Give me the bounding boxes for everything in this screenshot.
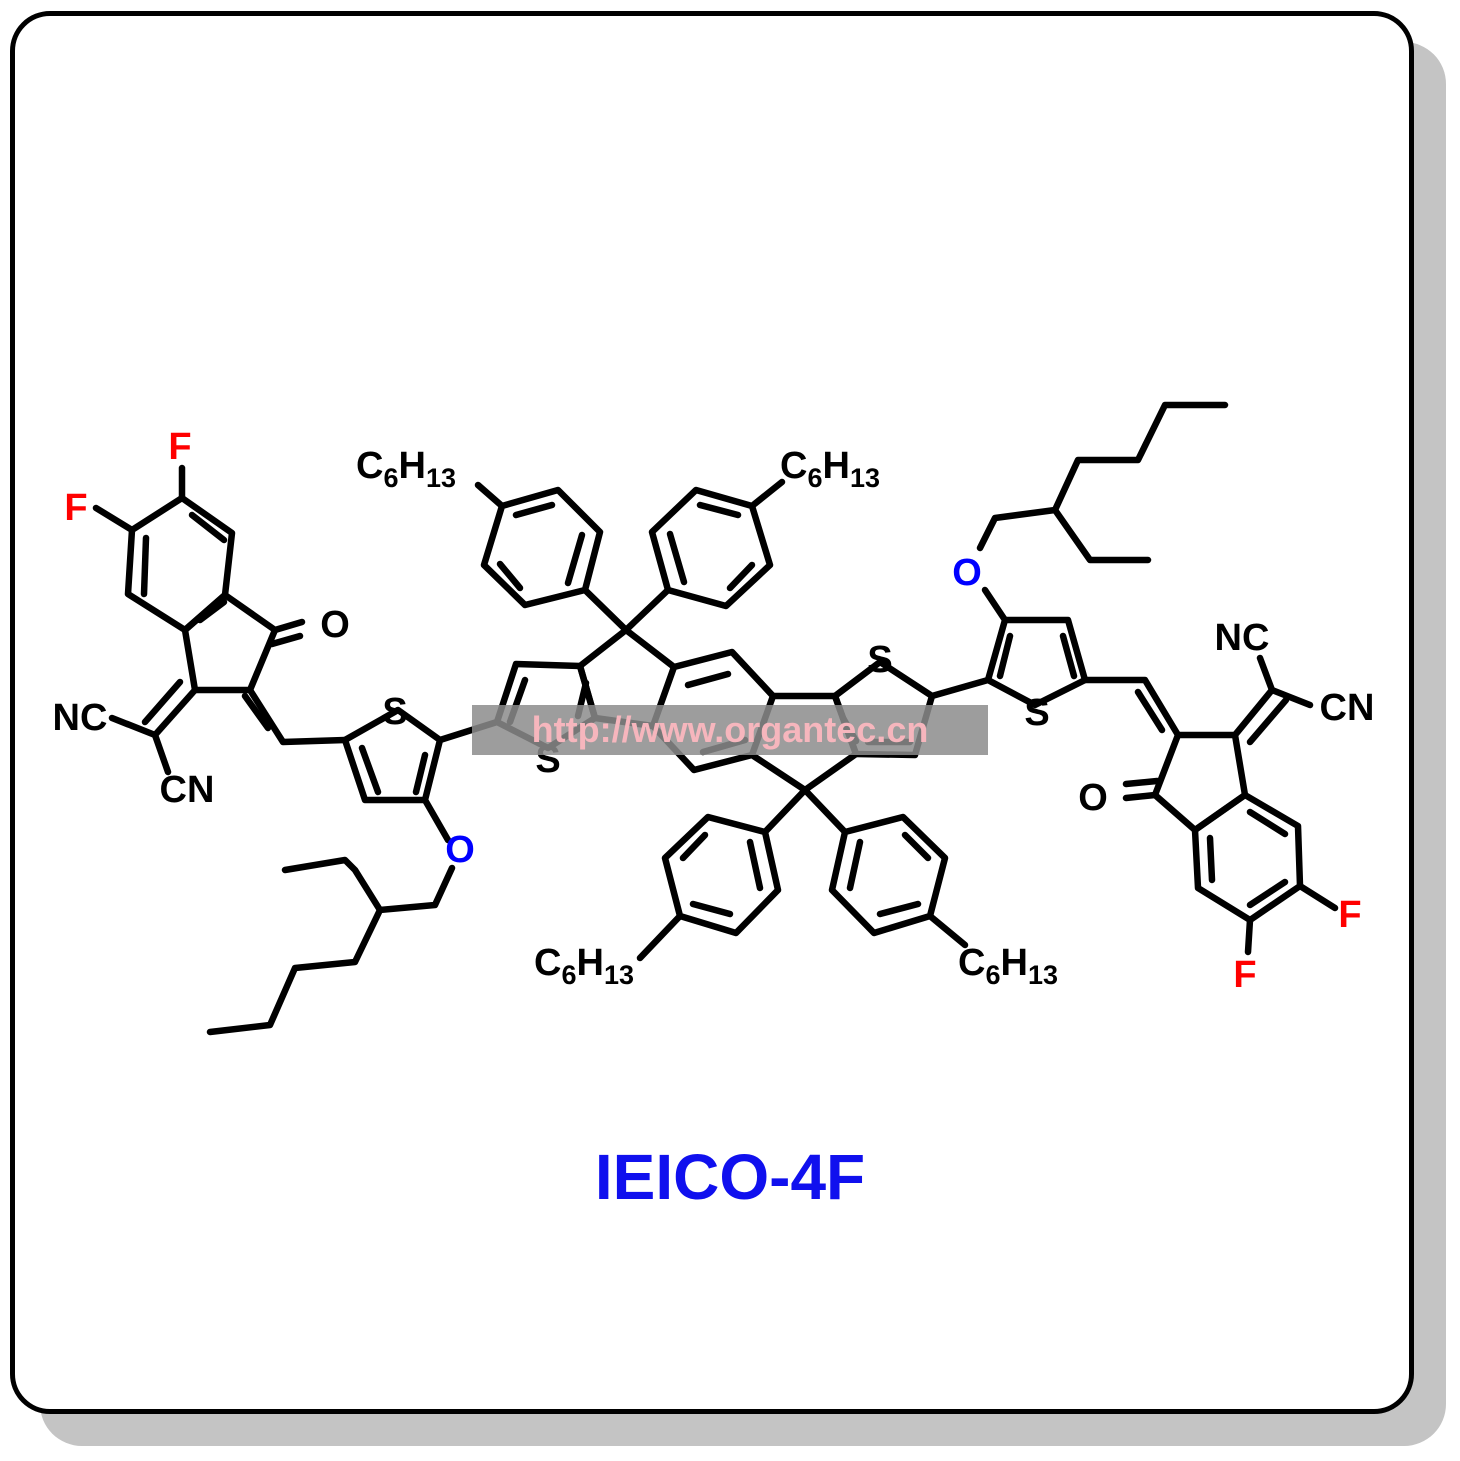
watermark-background: [472, 705, 988, 755]
aryl-bond: [801, 786, 849, 836]
fluorine-bond: [1244, 916, 1254, 956]
ether-bond: [981, 586, 1009, 624]
phenyl-double-bond: [726, 561, 756, 592]
sulfur-label: S: [867, 639, 892, 681]
phenyl-double-bond: [876, 900, 922, 918]
thiophene-link-bond: [928, 676, 992, 700]
vinyl-bond: [246, 686, 349, 746]
oxygen-ether-label: O: [952, 552, 982, 594]
phenyl-double-bond: [696, 501, 742, 519]
thiophene-double-bond: [996, 632, 1014, 680]
phenyl-double-bond: [846, 838, 864, 892]
oxygen-carbonyl-label: O: [320, 604, 350, 646]
phenyl-double-bond: [564, 531, 586, 587]
nitrile-bond: [1268, 686, 1314, 709]
carbonyl-bond: [1122, 791, 1159, 802]
hexyl-bond: [748, 478, 786, 510]
benzene-double-bond: [1246, 808, 1289, 838]
hexyl-bond: [474, 481, 506, 510]
thiophene-double-bond: [1059, 632, 1078, 680]
hexyl-label: C6H13: [534, 942, 634, 990]
hexyl-label: C6H13: [356, 445, 456, 493]
thiophene-double-bond: [412, 751, 429, 796]
dicyano-bond: [1231, 686, 1276, 739]
fluorine-bond: [92, 504, 136, 534]
phenyl-double-bond: [679, 831, 709, 862]
oxygen-carbonyl-label: O: [1078, 777, 1108, 819]
phenyl-double-bond: [746, 838, 764, 892]
aryl-bond: [622, 586, 672, 634]
hexyl-bond: [926, 912, 969, 949]
aryl-bond: [761, 786, 809, 836]
dicyano-bond: [151, 686, 199, 739]
phenyl-double-bond: [512, 501, 556, 519]
nitrile-label: NC: [1215, 617, 1270, 659]
phenyl-double-bond: [666, 530, 688, 586]
ethylhexyl-chain: [1051, 506, 1152, 564]
benzene-double-bond: [188, 511, 228, 544]
vinyl-double-bond: [241, 692, 272, 732]
fluorine-label: F: [1338, 894, 1361, 936]
vinyl-bond: [1081, 676, 1182, 739]
watermark: http://www.organtec.cn: [472, 705, 988, 755]
benzene-double-bond: [1246, 878, 1289, 909]
benzene-double-bond: [1206, 834, 1216, 884]
carbonyl-double-bond: [268, 632, 304, 648]
ether-bond: [421, 796, 452, 844]
sulfur-label: S: [1024, 692, 1049, 734]
ethylhexyl-chain: [206, 906, 384, 1036]
fluorine-label: F: [1233, 954, 1256, 996]
fluorine-bond: [1296, 882, 1339, 912]
carbonyl-double-bond: [1122, 777, 1161, 788]
hexyl-label: C6H13: [780, 445, 880, 493]
fluorine-label: F: [168, 426, 191, 468]
ethylhexyl-chain: [976, 401, 1229, 552]
sulfur-label: S: [382, 691, 407, 733]
bond-skeleton: [92, 401, 1339, 1036]
hexyl-label: C6H13: [958, 942, 1058, 990]
thiophene-double-bond: [358, 744, 382, 796]
dicyano-double-bond: [141, 678, 184, 726]
hexyl-bond: [636, 912, 684, 962]
nitrile-label: NC: [53, 697, 108, 739]
oxygen-ether-label: O: [445, 829, 475, 871]
dicyano-double-bond: [1246, 696, 1290, 746]
nitrile-bond: [1256, 654, 1276, 694]
carbonyl-bond: [271, 618, 306, 634]
compound-title: IEICO-4F: [594, 1141, 866, 1213]
phenyl-double-bond: [689, 900, 734, 918]
nitrile-label: CN: [1320, 687, 1375, 729]
benzene-double-bond: [140, 534, 150, 598]
vinyl-double-bond: [1134, 688, 1166, 734]
watermark-text: http://www.organtec.cn: [532, 709, 929, 750]
alkoxythiophene-right: [984, 616, 1089, 709]
cyclopentanone-ring: [1151, 731, 1249, 834]
benzene-double-bond: [684, 670, 732, 689]
nitrile-bond: [108, 714, 159, 739]
alkoxythiophene-left: [341, 706, 444, 804]
fluorine-label: F: [64, 487, 87, 529]
benzene-double-bond: [196, 598, 228, 624]
cyclopentanone-ring: [181, 591, 279, 694]
nitrile-bond: [151, 731, 172, 776]
nitrile-label: CN: [160, 769, 215, 811]
phenyl-double-bond: [496, 560, 524, 592]
phenyl-double-bond: [901, 831, 932, 862]
aryl-bond: [581, 586, 630, 634]
ethylhexyl-chain: [281, 856, 456, 914]
